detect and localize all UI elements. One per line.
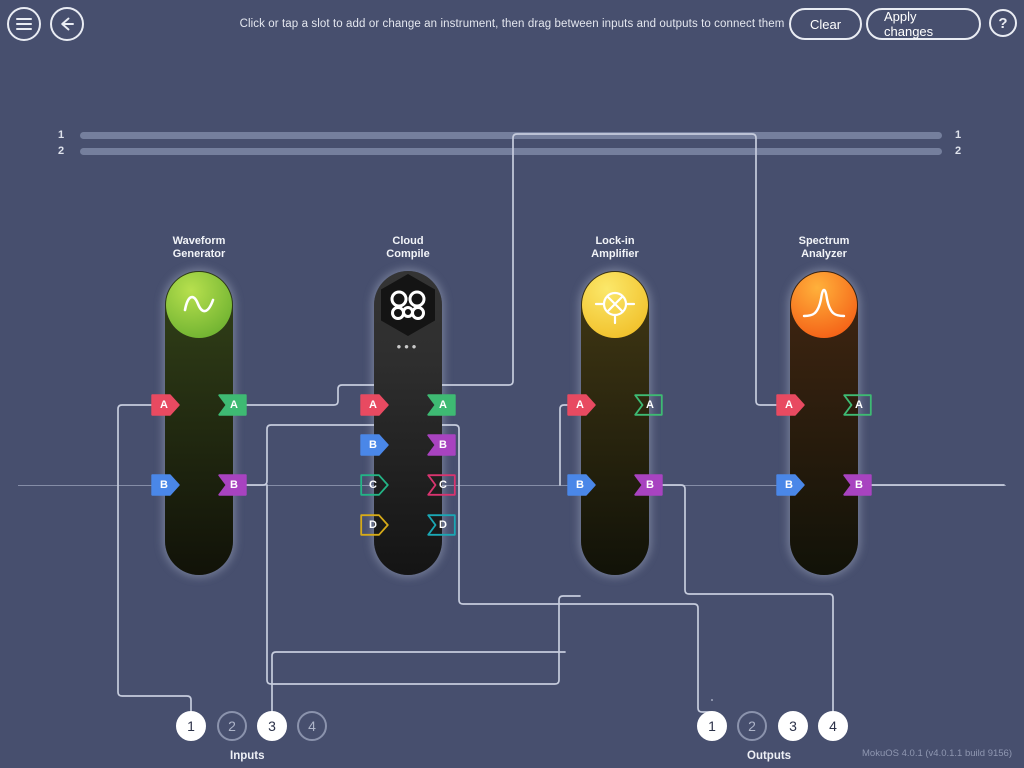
input-node-2[interactable]: 2	[217, 711, 247, 741]
hamburger-menu-button[interactable]	[7, 7, 41, 41]
output-port-a[interactable]: A	[427, 394, 456, 416]
help-button[interactable]: ?	[989, 9, 1017, 37]
input-port-a[interactable]: A	[776, 394, 805, 416]
input-node-1[interactable]: 1	[176, 711, 206, 741]
slot-title: Cloud Compile	[386, 235, 430, 260]
output-port-b[interactable]: B	[634, 474, 663, 496]
rail-label-left-2: 2	[58, 145, 65, 157]
slot-options-dots[interactable]: •••	[396, 339, 420, 354]
signal-rail-1[interactable]	[80, 132, 942, 139]
input-port-d[interactable]: D	[360, 514, 389, 536]
slot-title: Lock-in Amplifier	[591, 235, 639, 260]
mixer-circle-icon	[582, 272, 648, 338]
output-port-b[interactable]: B	[218, 474, 247, 496]
apply-changes-button[interactable]: Apply changes	[866, 8, 981, 40]
signal-rail-2[interactable]	[80, 148, 942, 155]
output-port-d[interactable]: D	[427, 514, 456, 536]
wire-cc-b-to-out3	[439, 424, 713, 713]
input-port-c[interactable]: C	[360, 474, 389, 496]
rail-label-right-1: 1	[955, 129, 962, 141]
input-port-b[interactable]: B	[567, 474, 596, 496]
rail-label-right-2: 2	[955, 145, 962, 157]
output-port-b[interactable]: B	[843, 474, 872, 496]
output-node-3[interactable]: 3	[778, 711, 808, 741]
output-port-b[interactable]: B	[427, 434, 456, 456]
input-port-a[interactable]: A	[567, 394, 596, 416]
input-port-a[interactable]: A	[360, 394, 389, 416]
clear-button[interactable]: Clear	[789, 8, 862, 40]
input-node-3[interactable]: 3	[257, 711, 287, 741]
hamburger-menu-icon	[16, 18, 32, 30]
input-port-b[interactable]: B	[776, 474, 805, 496]
back-arrow-icon	[61, 17, 74, 31]
spectrum-peak-icon	[791, 272, 857, 338]
cloud-compile-hex-icon	[375, 272, 441, 338]
wire-wfg-b-to-cc-b	[233, 424, 376, 486]
output-port-c[interactable]: C	[427, 474, 456, 496]
slot-title: Waveform Generator	[172, 235, 226, 260]
back-button[interactable]	[50, 7, 84, 41]
output-node-1[interactable]: 1	[697, 711, 727, 741]
output-node-2[interactable]: 2	[737, 711, 767, 741]
input-port-b[interactable]: B	[360, 434, 389, 456]
slot-title: Spectrum Analyzer	[798, 235, 850, 260]
input-port-a[interactable]: A	[151, 394, 180, 416]
input-port-b[interactable]: B	[151, 474, 180, 496]
wire-in3-riser	[271, 651, 566, 713]
input-node-4[interactable]: 4	[297, 711, 327, 741]
inputs-group-label: Inputs	[230, 750, 265, 762]
top-toolbar: Click or tap a slot to add or change an …	[0, 0, 1024, 48]
outputs-group-label: Outputs	[747, 750, 792, 762]
output-port-a[interactable]: A	[218, 394, 247, 416]
wire-wfg-a-to-cc-a	[233, 384, 376, 406]
output-port-a[interactable]: A	[843, 394, 872, 416]
version-label: MokuOS 4.0.1 (v4.0.1.1 build 9156)	[862, 748, 1012, 759]
output-port-a[interactable]: A	[634, 394, 663, 416]
wire-lia-a-riser	[559, 404, 581, 486]
output-node-4[interactable]: 4	[818, 711, 848, 741]
rail-label-left-1: 1	[58, 129, 65, 141]
sine-wave-icon	[166, 272, 232, 338]
